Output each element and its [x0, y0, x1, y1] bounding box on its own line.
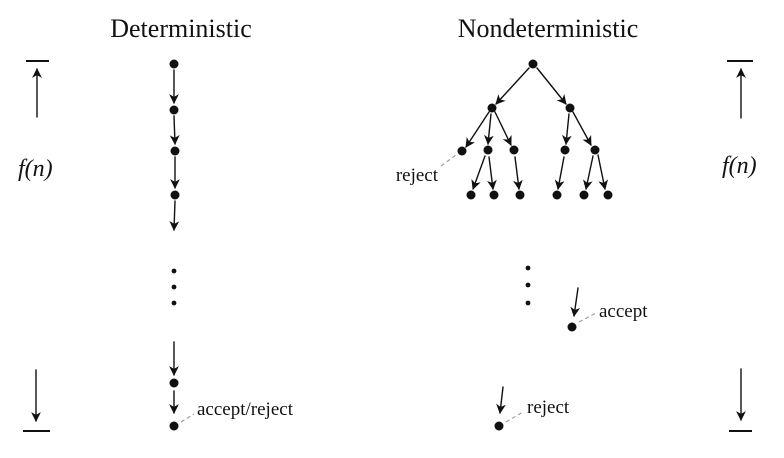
tree-edge: [471, 155, 486, 190]
ellipsis-dot: [525, 265, 531, 271]
tree-edge: [465, 111, 490, 148]
computation-node: [169, 59, 179, 69]
tree-leaf-node: [552, 190, 562, 200]
ellipsis-dot: [171, 300, 177, 306]
accept-reject-leader-line: [180, 413, 195, 423]
left-fn-label: f(n): [18, 156, 53, 182]
tree-edge: [536, 67, 567, 105]
deterministic-chain: accept/reject: [169, 59, 294, 431]
chain-ellipsis: [171, 268, 177, 306]
nondeterministic-tree: reject accept reject: [396, 59, 648, 431]
tree-leaf-node: [466, 190, 476, 200]
tree-edge: [554, 156, 565, 190]
tree-leaf-node: [515, 190, 525, 200]
chain-arrow: [169, 115, 180, 145]
tree-node: [509, 145, 519, 155]
tree-edge: [494, 111, 512, 146]
tree-node: [487, 103, 497, 113]
accept-label: accept: [599, 301, 648, 322]
tree-edge: [484, 113, 494, 145]
tree-edge: [487, 156, 497, 190]
tree-root-node: [528, 59, 538, 69]
right-height-measure: f(n): [722, 60, 757, 432]
accept-node: [567, 322, 577, 332]
tree-leaf-node: [579, 190, 589, 200]
computation-node: [170, 190, 180, 200]
ellipsis-dot: [171, 268, 177, 274]
reject-leader-line: [505, 411, 524, 423]
bottom-reject-label: reject: [527, 397, 570, 418]
left-height-measure: f(n): [18, 60, 53, 432]
tree-edge: [572, 111, 592, 146]
tree-ellipsis: [525, 265, 531, 306]
tree-leaf-node: [489, 190, 499, 200]
accept-branch: accept: [567, 287, 648, 332]
right-fn-label: f(n): [722, 153, 757, 179]
halt-node: [169, 421, 179, 431]
tree-edge: [513, 156, 523, 190]
tree-node: [560, 145, 570, 155]
ellipsis-dot: [525, 282, 531, 288]
tree-node: [565, 103, 575, 113]
reject-arrow: [496, 386, 506, 414]
tree-edge: [562, 113, 572, 145]
tree-reject-label: reject: [396, 165, 439, 186]
tree-leaf-node: [603, 190, 613, 200]
chain-arrow: [169, 200, 180, 231]
computation-node: [169, 378, 179, 388]
deterministic-title: Deterministic: [110, 14, 252, 43]
tree-edge: [597, 154, 609, 190]
nondeterministic-title: Nondeterministic: [458, 14, 639, 43]
accept-reject-label: accept/reject: [197, 399, 294, 420]
accept-arrow: [570, 287, 581, 317]
tree-reject-node: [457, 146, 467, 156]
accept-leader-line: [578, 312, 597, 323]
computation-node: [169, 105, 179, 115]
tree-node: [590, 145, 600, 155]
reject-node: [494, 421, 504, 431]
ellipsis-dot: [525, 300, 531, 306]
tree-reject-leader-line: [440, 154, 457, 167]
tree-edge: [583, 155, 594, 190]
tree-edge: [495, 67, 530, 105]
bottom-reject-branch: reject: [494, 386, 570, 431]
ellipsis-dot: [171, 284, 177, 290]
tree-node: [483, 145, 493, 155]
computation-node: [170, 146, 180, 156]
